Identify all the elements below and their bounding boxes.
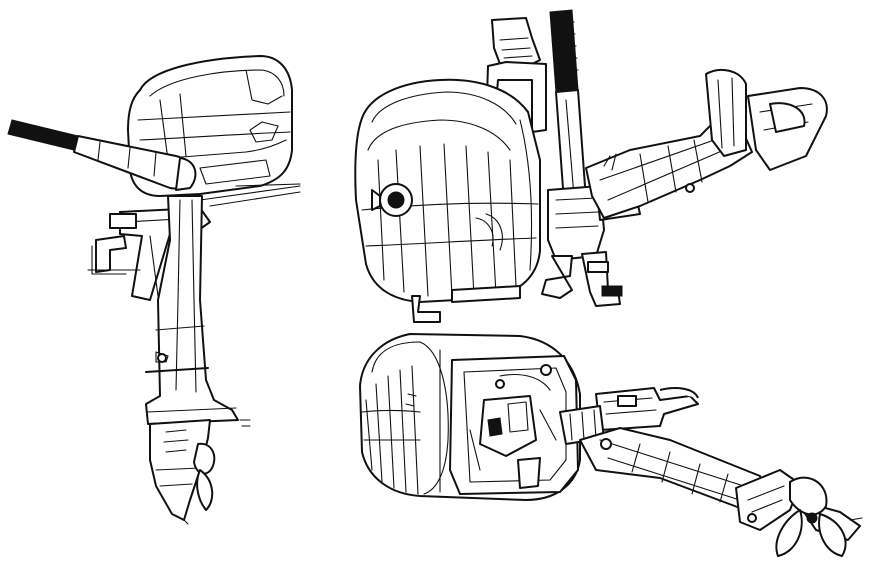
outboard-side-view: [7, 55, 301, 525]
outboard-horizontal-view: [359, 333, 863, 557]
drive-shaft-housing: [145, 195, 251, 427]
horizontal-engine-cowl: [359, 333, 581, 501]
horizontal-clamp-bracket: [559, 387, 699, 445]
horizontal-lower-unit: [735, 469, 863, 557]
rear-tiller-handle: [549, 9, 587, 203]
carrying-hand: [485, 17, 547, 133]
rear-drive-leg: [585, 68, 828, 219]
lower-unit: [149, 419, 216, 525]
rear-clamp-bracket: [541, 185, 641, 307]
tiller-handle: [7, 119, 197, 191]
rear-engine-cowl: [354, 78, 541, 323]
outboard-rear-view: [354, 9, 828, 323]
